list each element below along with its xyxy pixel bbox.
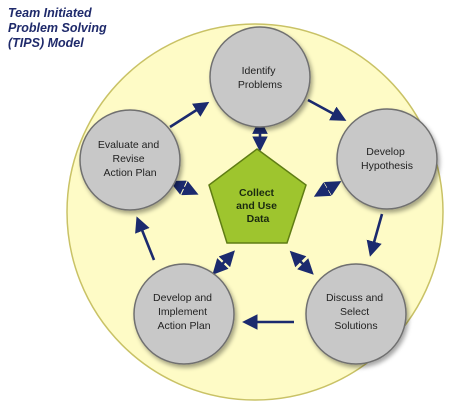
node-label: Develop Hypothesis [361,146,413,172]
spoke-arrows [169,118,342,275]
node-label: Discuss and Select Solutions [326,292,386,332]
node-label: Evaluate and Revise Action Plan [98,139,162,179]
title-line-3: (TIPS) Model [8,36,84,50]
center-pentagon-collect-and-use-data: Collect and Use Data [208,148,307,244]
node-label-line-1: Develop and [153,292,212,304]
arrow-implement-to-evaluate [135,216,156,261]
center-label-line-1: Collect [239,187,275,199]
title-line-1: Team Initiated [8,6,92,20]
node-label-line-2: Select [340,306,369,318]
node-label: Develop and Implement Action Plan [153,292,215,332]
node-label-line-1: Evaluate and [98,139,159,151]
node-label-line-1: Identify [242,65,277,77]
node-circle [133,263,235,365]
node-label-line-3: Action Plan [103,167,156,179]
node-label-line-2: Revise [112,153,144,165]
arrow-center-implement [212,250,235,275]
node-circle [209,26,311,128]
node-develop-and-implement-action-plan: Develop and Implement Action Plan [133,263,235,365]
center-pentagon [208,148,307,244]
center-label-line-3: Data [247,213,270,225]
node-circle [305,263,407,365]
node-label: Identify Problems [238,65,282,91]
node-label-line-2: Hypothesis [361,160,413,172]
title-line-2: Problem Solving [8,21,107,35]
arrow-center-discuss [289,250,314,275]
arrow-center-evaluate [169,180,199,196]
arrow-hypothesis-to-discuss [366,213,384,257]
arrow-evaluate-to-identify [169,101,210,129]
node-circle [79,109,181,211]
node-develop-hypothesis: Develop Hypothesis [336,108,438,210]
node-label-line-3: Action Plan [157,320,210,332]
diagram-title: Team Initiated Problem Solving (TIPS) Mo… [8,6,158,51]
node-circle [336,108,438,210]
node-label-line-3: Solutions [334,320,377,332]
node-label-line-1: Develop [366,146,405,158]
cycle-arrows [135,98,384,330]
node-label-line-2: Problems [238,79,282,91]
node-label-line-1: Discuss and [326,292,383,304]
node-identify-problems: Identify Problems [209,26,311,128]
node-label-line-2: Implement [158,306,207,318]
arrow-center-hypothesis [313,181,342,197]
arrow-identify-to-hypothesis [307,98,347,121]
node-evaluate-and-revise-action-plan: Evaluate and Revise Action Plan [79,109,181,211]
center-label-line-2: and Use [236,200,277,212]
center-label: Collect and Use Data [236,187,280,225]
node-discuss-and-select-solutions: Discuss and Select Solutions [305,263,407,365]
